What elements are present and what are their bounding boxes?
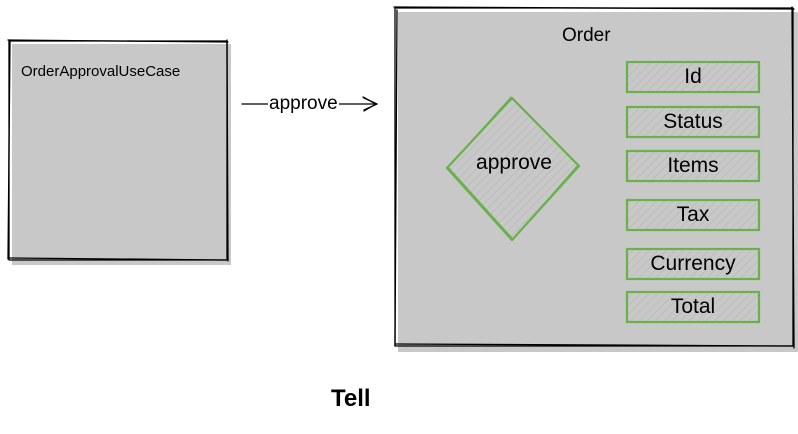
- method-label: approve: [476, 151, 552, 174]
- field-id[interactable]: Id: [684, 65, 702, 88]
- field-items[interactable]: Items: [667, 154, 719, 177]
- order-title: Order: [562, 25, 611, 46]
- field-box: [625, 247, 761, 281]
- field-tax[interactable]: Tax: [676, 203, 710, 226]
- use-case-box[interactable]: [7, 39, 231, 265]
- field-box: [625, 149, 761, 183]
- caption: Tell: [331, 385, 371, 412]
- approve-method-diamond[interactable]: [445, 96, 582, 245]
- field-box: [625, 290, 761, 324]
- field-box: [625, 60, 761, 94]
- use-case-label: OrderApprovalUseCase: [21, 63, 181, 80]
- message-label: approve: [268, 93, 339, 115]
- field-currency[interactable]: Currency: [650, 252, 736, 275]
- order-fields-shapes: [625, 60, 762, 325]
- field-status[interactable]: Status: [663, 110, 723, 133]
- field-total[interactable]: Total: [670, 295, 716, 318]
- field-box: [625, 198, 761, 232]
- field-box: [625, 105, 761, 139]
